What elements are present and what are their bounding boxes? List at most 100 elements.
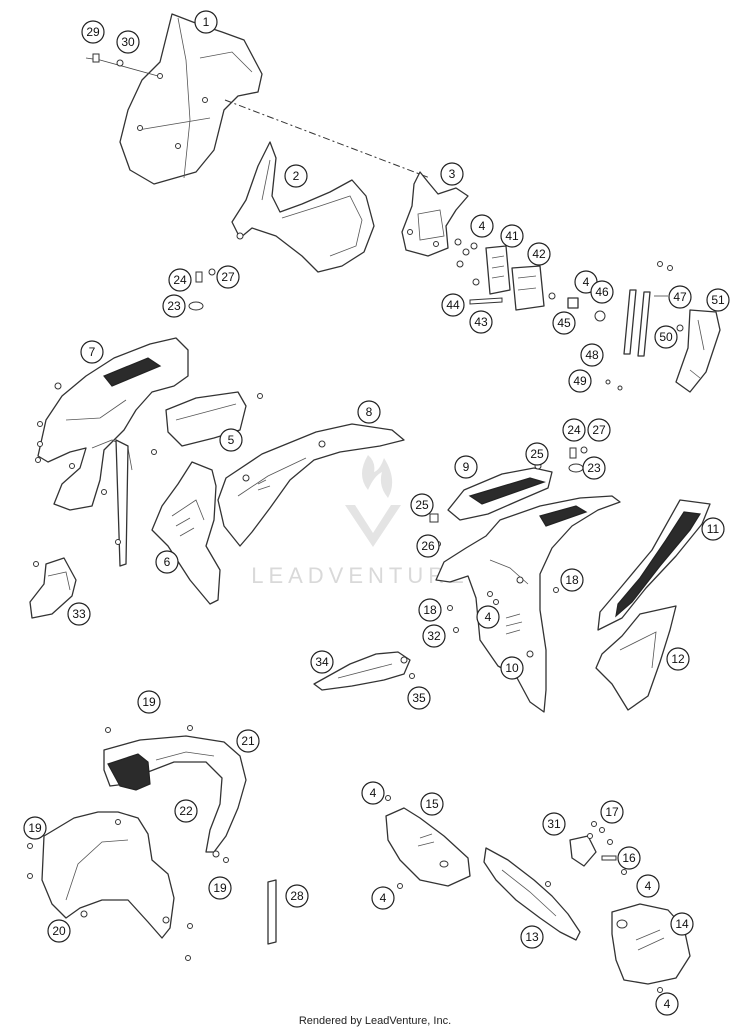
callout-number: 4 [370, 786, 377, 800]
callout-circle [310, 650, 334, 674]
callout-number: 18 [423, 603, 437, 617]
screws-18-4-32 [447, 587, 559, 633]
callout-circle [47, 919, 71, 943]
callout-18: 18 [560, 568, 584, 592]
part-small-cover-34 [313, 651, 415, 691]
callout-number: 3 [449, 167, 456, 181]
callout-number: 4 [479, 219, 486, 233]
callout-number: 10 [505, 661, 519, 675]
callout-12: 12 [666, 647, 690, 671]
callout-circle [454, 455, 478, 479]
callout-number: 4 [380, 891, 387, 905]
callout-17: 17 [600, 800, 624, 824]
callout-number: 50 [659, 330, 673, 344]
callout-34: 34 [310, 650, 334, 674]
screw-29 [92, 53, 124, 67]
callout-circle [587, 418, 611, 442]
part-side-cover-15 [385, 795, 471, 889]
callout-42: 42 [527, 242, 551, 266]
part-center-cover [435, 495, 621, 713]
callout-number: 23 [587, 461, 601, 475]
callout-44: 44 [441, 293, 465, 317]
callout-number: 15 [425, 797, 439, 811]
part-mount-rods [594, 261, 721, 393]
callout-4: 4 [361, 781, 385, 805]
callout-circle [470, 214, 494, 238]
callout-circle [560, 568, 584, 592]
callout-27: 27 [216, 265, 240, 289]
callout-circle [441, 293, 465, 317]
callout-number: 44 [446, 298, 460, 312]
callout-number: 8 [366, 405, 373, 419]
part-duct-5 [151, 391, 263, 455]
callout-circle [440, 162, 464, 186]
callout-circle [617, 846, 641, 870]
callout-number: 7 [89, 345, 96, 359]
callout-number: 31 [547, 817, 561, 831]
callout-circle [701, 517, 725, 541]
callout-circle [636, 874, 660, 898]
callout-circle [654, 325, 678, 349]
callout-circle [568, 369, 592, 393]
callout-5: 5 [219, 428, 243, 452]
callout-4: 4 [470, 214, 494, 238]
callout-circle [562, 418, 586, 442]
callout-number: 49 [573, 374, 587, 388]
callout-number: 29 [86, 25, 100, 39]
callout-number: 32 [427, 629, 441, 643]
callout-19: 19 [208, 876, 232, 900]
callout-circle [371, 886, 395, 910]
callout-number: 23 [167, 299, 181, 313]
callout-28: 28 [285, 884, 309, 908]
callout-circle [361, 781, 385, 805]
callout-circle [216, 265, 240, 289]
callout-number: 17 [605, 805, 619, 819]
callout-circle [520, 925, 544, 949]
callout-45: 45 [552, 311, 576, 335]
callout-circle [410, 493, 434, 517]
callout-4: 4 [655, 992, 679, 1016]
callout-circle [706, 288, 730, 312]
callout-20: 20 [47, 919, 71, 943]
callout-51: 51 [706, 288, 730, 312]
callout-number: 28 [290, 889, 304, 903]
callout-4: 4 [636, 874, 660, 898]
callout-46: 46 [590, 280, 614, 304]
hardware-cluster-41-42 [454, 238, 579, 311]
callout-19: 19 [137, 690, 161, 714]
callout-number: 27 [592, 423, 606, 437]
callout-18: 18 [418, 598, 442, 622]
callout-circle [668, 285, 692, 309]
callout-number: 41 [505, 229, 519, 243]
callout-circle [527, 242, 551, 266]
callout-circle [81, 20, 105, 44]
leader-29 [85, 57, 159, 77]
callout-13: 13 [520, 925, 544, 949]
callout-22: 22 [174, 799, 198, 823]
assembly-axis-line [224, 99, 431, 179]
callout-43: 43 [469, 310, 493, 334]
callout-number: 14 [675, 917, 689, 931]
footer-credit: Rendered by LeadVenture, Inc. [298, 1015, 452, 1027]
callout-number: 4 [645, 879, 652, 893]
callout-number: 25 [415, 498, 429, 512]
watermark: LEADVENTURE [251, 455, 464, 588]
callout-circle [600, 800, 624, 824]
part-side-graphic-11 [597, 499, 711, 631]
callout-circle [500, 656, 524, 680]
callout-21: 21 [236, 729, 260, 753]
callout-11: 11 [701, 517, 725, 541]
callout-25: 25 [410, 493, 434, 517]
callout-circle [23, 816, 47, 840]
callout-circle [155, 550, 179, 574]
callout-circle [357, 400, 381, 424]
callout-number: 19 [213, 881, 227, 895]
callout-24: 24 [168, 268, 192, 292]
callout-7: 7 [80, 340, 104, 364]
callout-number: 46 [595, 285, 609, 299]
callout-number: 35 [412, 691, 426, 705]
callout-circle [580, 343, 604, 367]
callout-number: 6 [164, 555, 171, 569]
callout-number: 21 [241, 734, 255, 748]
callout-30: 30 [116, 30, 140, 54]
